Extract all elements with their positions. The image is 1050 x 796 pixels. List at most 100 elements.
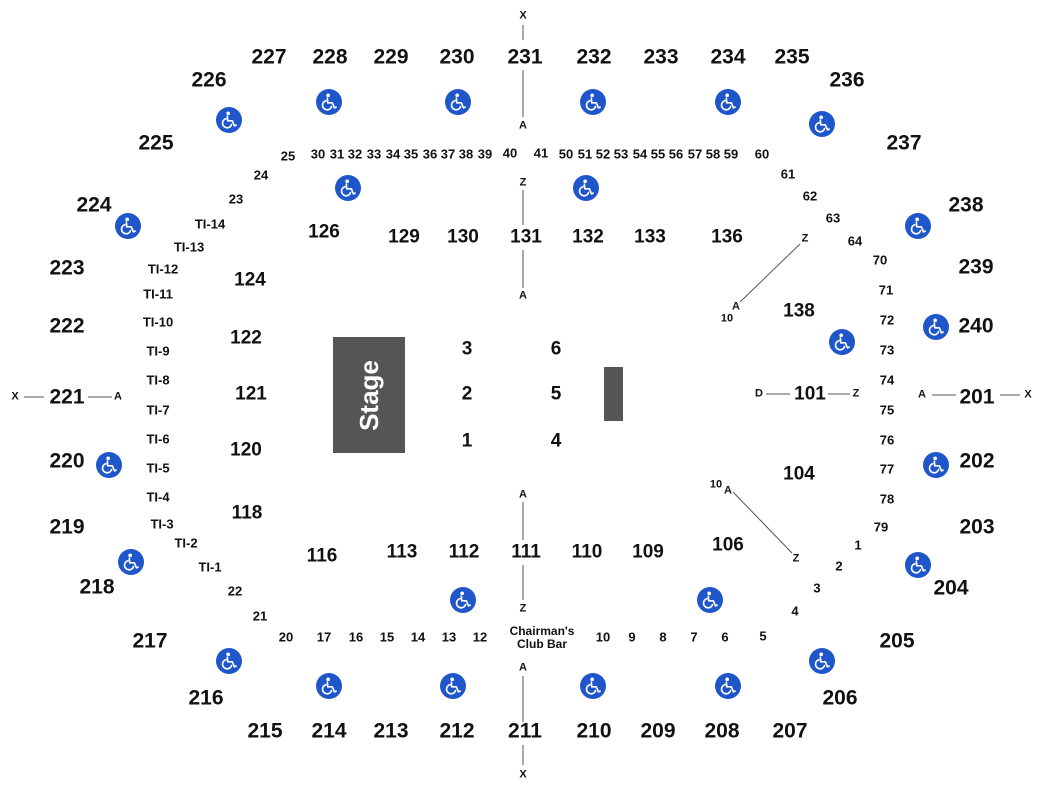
box-ti-5[interactable]: TI-5 xyxy=(146,460,170,476)
section-116[interactable]: 116 xyxy=(306,545,338,567)
section-232[interactable]: 232 xyxy=(576,45,612,69)
floor-section-4[interactable]: 4 xyxy=(550,430,562,452)
section-216[interactable]: 216 xyxy=(188,686,224,710)
box-72[interactable]: 72 xyxy=(879,312,895,328)
section-224[interactable]: 224 xyxy=(76,193,112,217)
section-227[interactable]: 227 xyxy=(251,45,287,69)
box-39[interactable]: 39 xyxy=(477,146,493,162)
box-7[interactable]: 7 xyxy=(690,629,698,645)
box-37[interactable]: 37 xyxy=(440,146,456,162)
box-58[interactable]: 58 xyxy=(705,146,721,162)
box-ti-1[interactable]: TI-1 xyxy=(198,559,222,575)
section-209[interactable]: 209 xyxy=(640,719,676,743)
section-223[interactable]: 223 xyxy=(49,256,85,280)
section-204[interactable]: 204 xyxy=(933,576,969,600)
box-75[interactable]: 75 xyxy=(879,402,895,418)
box-64[interactable]: 64 xyxy=(847,233,863,249)
section-130[interactable]: 130 xyxy=(447,226,479,248)
section-239[interactable]: 239 xyxy=(958,255,994,279)
box-ti-7[interactable]: TI-7 xyxy=(146,402,170,418)
section-104[interactable]: 104 xyxy=(783,463,815,485)
section-109[interactable]: 109 xyxy=(632,541,664,563)
section-122[interactable]: 122 xyxy=(230,327,262,349)
section-238[interactable]: 238 xyxy=(948,193,984,217)
box-1[interactable]: 1 xyxy=(854,537,862,553)
box-51[interactable]: 51 xyxy=(577,146,593,162)
section-212[interactable]: 212 xyxy=(439,719,475,743)
section-234[interactable]: 234 xyxy=(710,45,746,69)
box-21[interactable]: 21 xyxy=(252,608,268,624)
box-6[interactable]: 6 xyxy=(721,629,729,645)
box-79[interactable]: 79 xyxy=(873,519,889,535)
floor-section-5[interactable]: 5 xyxy=(550,383,562,405)
section-218[interactable]: 218 xyxy=(79,575,115,599)
box-55[interactable]: 55 xyxy=(650,146,666,162)
box-5[interactable]: 5 xyxy=(759,628,767,644)
section-213[interactable]: 213 xyxy=(373,719,409,743)
section-201[interactable]: 201 xyxy=(959,385,995,409)
box-30[interactable]: 30 xyxy=(310,146,326,162)
section-237[interactable]: 237 xyxy=(886,131,922,155)
box-61[interactable]: 61 xyxy=(780,166,796,182)
box-70[interactable]: 70 xyxy=(872,252,888,268)
section-118[interactable]: 118 xyxy=(231,502,263,524)
section-106[interactable]: 106 xyxy=(712,534,744,556)
section-220[interactable]: 220 xyxy=(49,449,85,473)
box-9[interactable]: 9 xyxy=(628,629,636,645)
box-71[interactable]: 71 xyxy=(878,282,894,298)
section-236[interactable]: 236 xyxy=(829,68,865,92)
box-17[interactable]: 17 xyxy=(316,629,332,645)
box-3[interactable]: 3 xyxy=(813,580,821,596)
box-33[interactable]: 33 xyxy=(366,146,382,162)
box-54[interactable]: 54 xyxy=(632,146,648,162)
box-73[interactable]: 73 xyxy=(879,342,895,358)
box-ti-4[interactable]: TI-4 xyxy=(146,489,170,505)
stage[interactable]: Stage xyxy=(333,337,405,453)
box-10[interactable]: 10 xyxy=(595,629,611,645)
box-32[interactable]: 32 xyxy=(347,146,363,162)
box-14[interactable]: 14 xyxy=(410,629,426,645)
section-113[interactable]: 113 xyxy=(386,541,418,563)
box-ti-12[interactable]: TI-12 xyxy=(147,261,179,277)
box-63[interactable]: 63 xyxy=(825,210,841,226)
section-229[interactable]: 229 xyxy=(373,45,409,69)
box-25[interactable]: 25 xyxy=(280,148,296,164)
section-101[interactable]: 101 xyxy=(794,383,826,405)
section-240[interactable]: 240 xyxy=(958,314,994,338)
box-ti-14[interactable]: TI-14 xyxy=(194,216,226,232)
section-202[interactable]: 202 xyxy=(959,449,995,473)
box-2[interactable]: 2 xyxy=(835,558,843,574)
box-77[interactable]: 77 xyxy=(879,461,895,477)
floor-section-2[interactable]: 2 xyxy=(461,383,473,405)
section-230[interactable]: 230 xyxy=(439,45,475,69)
floor-section-1[interactable]: 1 xyxy=(461,430,473,452)
section-133[interactable]: 133 xyxy=(634,226,666,248)
section-233[interactable]: 233 xyxy=(643,45,679,69)
box-24[interactable]: 24 xyxy=(253,167,269,183)
box-22[interactable]: 22 xyxy=(227,583,243,599)
section-132[interactable]: 132 xyxy=(572,226,604,248)
section-219[interactable]: 219 xyxy=(49,515,85,539)
section-203[interactable]: 203 xyxy=(959,515,995,539)
section-221[interactable]: 221 xyxy=(49,385,85,409)
box-74[interactable]: 74 xyxy=(879,372,895,388)
box-ti-2[interactable]: TI-2 xyxy=(174,535,198,551)
box-36[interactable]: 36 xyxy=(422,146,438,162)
section-228[interactable]: 228 xyxy=(312,45,348,69)
section-131[interactable]: 131 xyxy=(510,226,542,248)
section-222[interactable]: 222 xyxy=(49,314,85,338)
box-16[interactable]: 16 xyxy=(348,629,364,645)
club-bar-label[interactable]: Chairman's Club Bar xyxy=(510,624,575,651)
section-112[interactable]: 112 xyxy=(448,541,480,563)
floor-section-6[interactable]: 6 xyxy=(550,338,562,360)
section-226[interactable]: 226 xyxy=(191,68,227,92)
box-35[interactable]: 35 xyxy=(403,146,419,162)
box-4[interactable]: 4 xyxy=(791,603,799,619)
box-13[interactable]: 13 xyxy=(441,629,457,645)
section-124[interactable]: 124 xyxy=(234,269,266,291)
box-ti-8[interactable]: TI-8 xyxy=(146,372,170,388)
section-205[interactable]: 205 xyxy=(879,629,915,653)
box-53[interactable]: 53 xyxy=(613,146,629,162)
section-235[interactable]: 235 xyxy=(774,45,810,69)
box-ti-3[interactable]: TI-3 xyxy=(150,516,174,532)
